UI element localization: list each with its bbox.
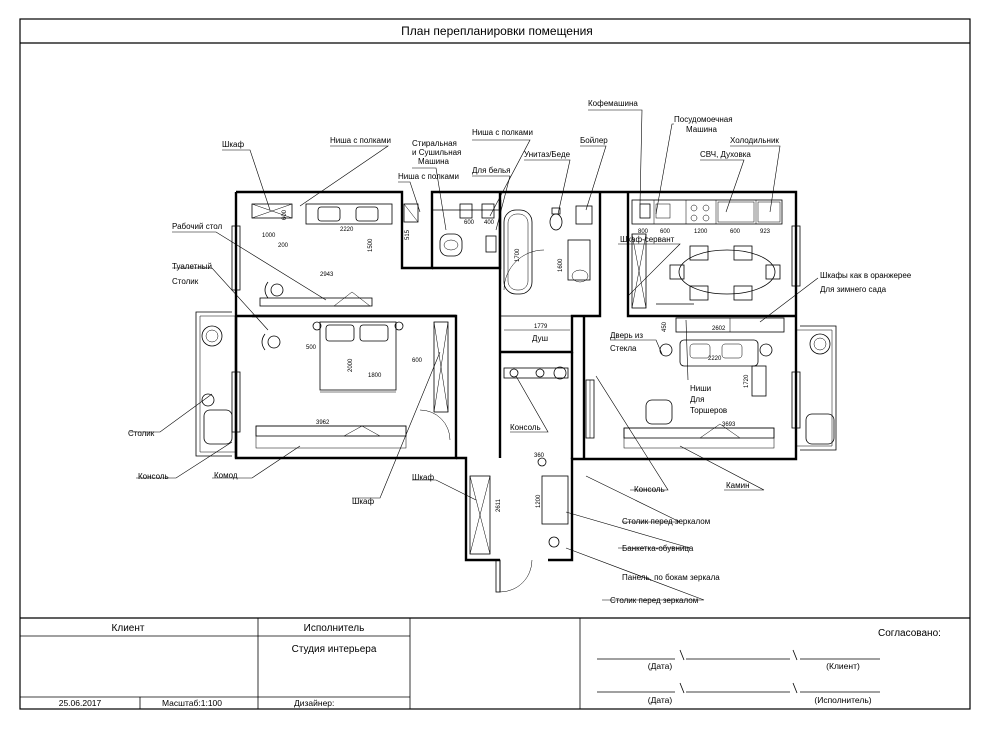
label-boiler: Бойлер — [580, 136, 608, 145]
dim-600b: 600 — [464, 220, 475, 226]
signature-lines — [597, 649, 880, 694]
dim-2220a: 2220 — [340, 227, 354, 233]
label-shkaf-servant: Шкаф-сервант — [620, 235, 675, 244]
client-caption: (Клиент) — [826, 661, 860, 671]
dim-2220b: 2220 — [708, 356, 722, 362]
dim-1720: 1720 — [744, 374, 750, 388]
label-posudo-1: Посудомоечная — [674, 115, 733, 124]
dim-3693: 3693 — [722, 422, 736, 428]
label-konsol-left: Консоль — [138, 472, 169, 481]
windows — [231, 225, 801, 433]
label-konsol-mid: Консоль — [510, 423, 541, 432]
dim-1000: 1000 — [262, 233, 276, 239]
furniture-top-left — [251, 203, 419, 307]
label-stolik-zerkalo-2: Столик перед зеркалом — [610, 596, 698, 605]
label-nishi-1: Ниши — [690, 384, 711, 393]
dim-200: 200 — [278, 243, 289, 249]
label-dush: Душ — [532, 334, 548, 343]
sheet-border — [19, 18, 971, 710]
title-block — [20, 617, 970, 709]
dim-1200b: 1200 — [536, 494, 542, 508]
furniture-kitchen — [631, 199, 783, 309]
leader-lines — [130, 109, 819, 601]
label-konsol-right: Консоль — [634, 485, 665, 494]
dim-1200: 1200 — [694, 229, 708, 235]
label-shkaf-bottom1: Шкаф — [352, 497, 374, 506]
label-nisha-top: Ниша с полками — [330, 136, 391, 145]
studio-name: Студия интерьера — [292, 644, 377, 655]
label-stolik-zerkalo-1: Столик перед зеркалом — [622, 517, 710, 526]
furniture-bathroom — [439, 203, 593, 331]
dim-360: 360 — [534, 453, 545, 459]
dim-800: 800 — [638, 229, 649, 235]
dim-400: 400 — [484, 220, 495, 226]
dim-2943: 2943 — [320, 272, 334, 278]
label-dver-2: Стекла — [610, 344, 637, 353]
sheet-date: 25.06.2017 — [59, 698, 102, 708]
dim-500: 500 — [306, 345, 317, 351]
furniture-bedroom — [255, 321, 451, 449]
label-komod: Комод — [214, 471, 238, 480]
dim-600d: 600 — [730, 229, 741, 235]
executor-caption: (Исполнитель) — [814, 695, 871, 705]
label-tualet-1: Туалетный — [172, 262, 212, 271]
sheet-scale: Масштаб:1:100 — [162, 698, 222, 708]
dim-1500: 1500 — [368, 238, 374, 252]
label-nisha-3: Ниша с полками — [472, 128, 533, 137]
dim-515: 515 — [405, 229, 411, 240]
dim-2611: 2611 — [496, 498, 502, 512]
dim-450: 450 — [662, 321, 668, 332]
designer-label: Дизайнер: — [294, 698, 334, 708]
label-unitaz: Унитаз/Беде — [524, 150, 571, 159]
label-kofe: Кофемашина — [588, 99, 638, 108]
dim-1700: 1700 — [515, 248, 521, 262]
furniture-corridor — [469, 366, 569, 555]
label-panel: Панель, по бокам зеркала — [622, 573, 720, 582]
label-kamin: Камин — [726, 481, 750, 490]
label-nisha-2: Ниша с полками — [398, 172, 459, 181]
label-shkaf-top: Шкаф — [222, 140, 244, 149]
label-stiralnaya-3: Машина — [418, 157, 450, 166]
dim-600c: 600 — [660, 229, 671, 235]
label-nishi-3: Торшеров — [690, 406, 727, 415]
label-holod: Холодильник — [730, 136, 779, 145]
label-banketka: Банкетка-обувница — [622, 544, 694, 553]
label-nishi-2: Для — [690, 395, 704, 404]
furniture-balconies — [201, 325, 835, 445]
label-stolik: Столик — [128, 429, 155, 438]
dim-3962: 3962 — [316, 420, 330, 426]
dim-1779: 1779 — [534, 324, 548, 330]
label-tualet-2: Столик — [172, 277, 199, 286]
dim-600a: 600 — [282, 209, 288, 220]
balconies — [195, 311, 837, 457]
label-dver-1: Дверь из — [610, 331, 643, 340]
label-rabochiy: Рабочий стол — [172, 222, 223, 231]
approved-label: Согласовано: — [878, 628, 941, 639]
label-posudo-2: Машина — [686, 125, 718, 134]
dim-600e: 600 — [412, 358, 423, 364]
label-stiralnaya-2: и Сушильная — [412, 148, 461, 157]
dim-923: 923 — [760, 229, 771, 235]
dim-2000: 2000 — [348, 358, 354, 372]
label-stiralnaya-1: Стиральная — [412, 139, 457, 148]
client-header: Клиент — [112, 623, 145, 634]
label-shkaf-bottom2: Шкаф — [412, 473, 434, 482]
label-dlya-belya: Для белья — [472, 166, 510, 175]
furniture-living — [585, 317, 785, 449]
executor-header: Исполнитель — [304, 623, 365, 634]
entrance-door — [495, 559, 533, 593]
dim-2602: 2602 — [712, 326, 726, 332]
date-caption-1: (Дата) — [648, 661, 673, 671]
dim-1600: 1600 — [558, 258, 564, 272]
sheet-title: План перепланировки помещения — [401, 24, 593, 38]
date-caption-2: (Дата) — [648, 695, 673, 705]
label-svch: СВЧ, Духовка — [700, 150, 751, 159]
label-oranzh-1: Шкафы как в оранжерее — [820, 271, 912, 280]
dim-1800: 1800 — [368, 373, 382, 379]
label-oranzh-2: Для зимнего сада — [820, 285, 887, 294]
